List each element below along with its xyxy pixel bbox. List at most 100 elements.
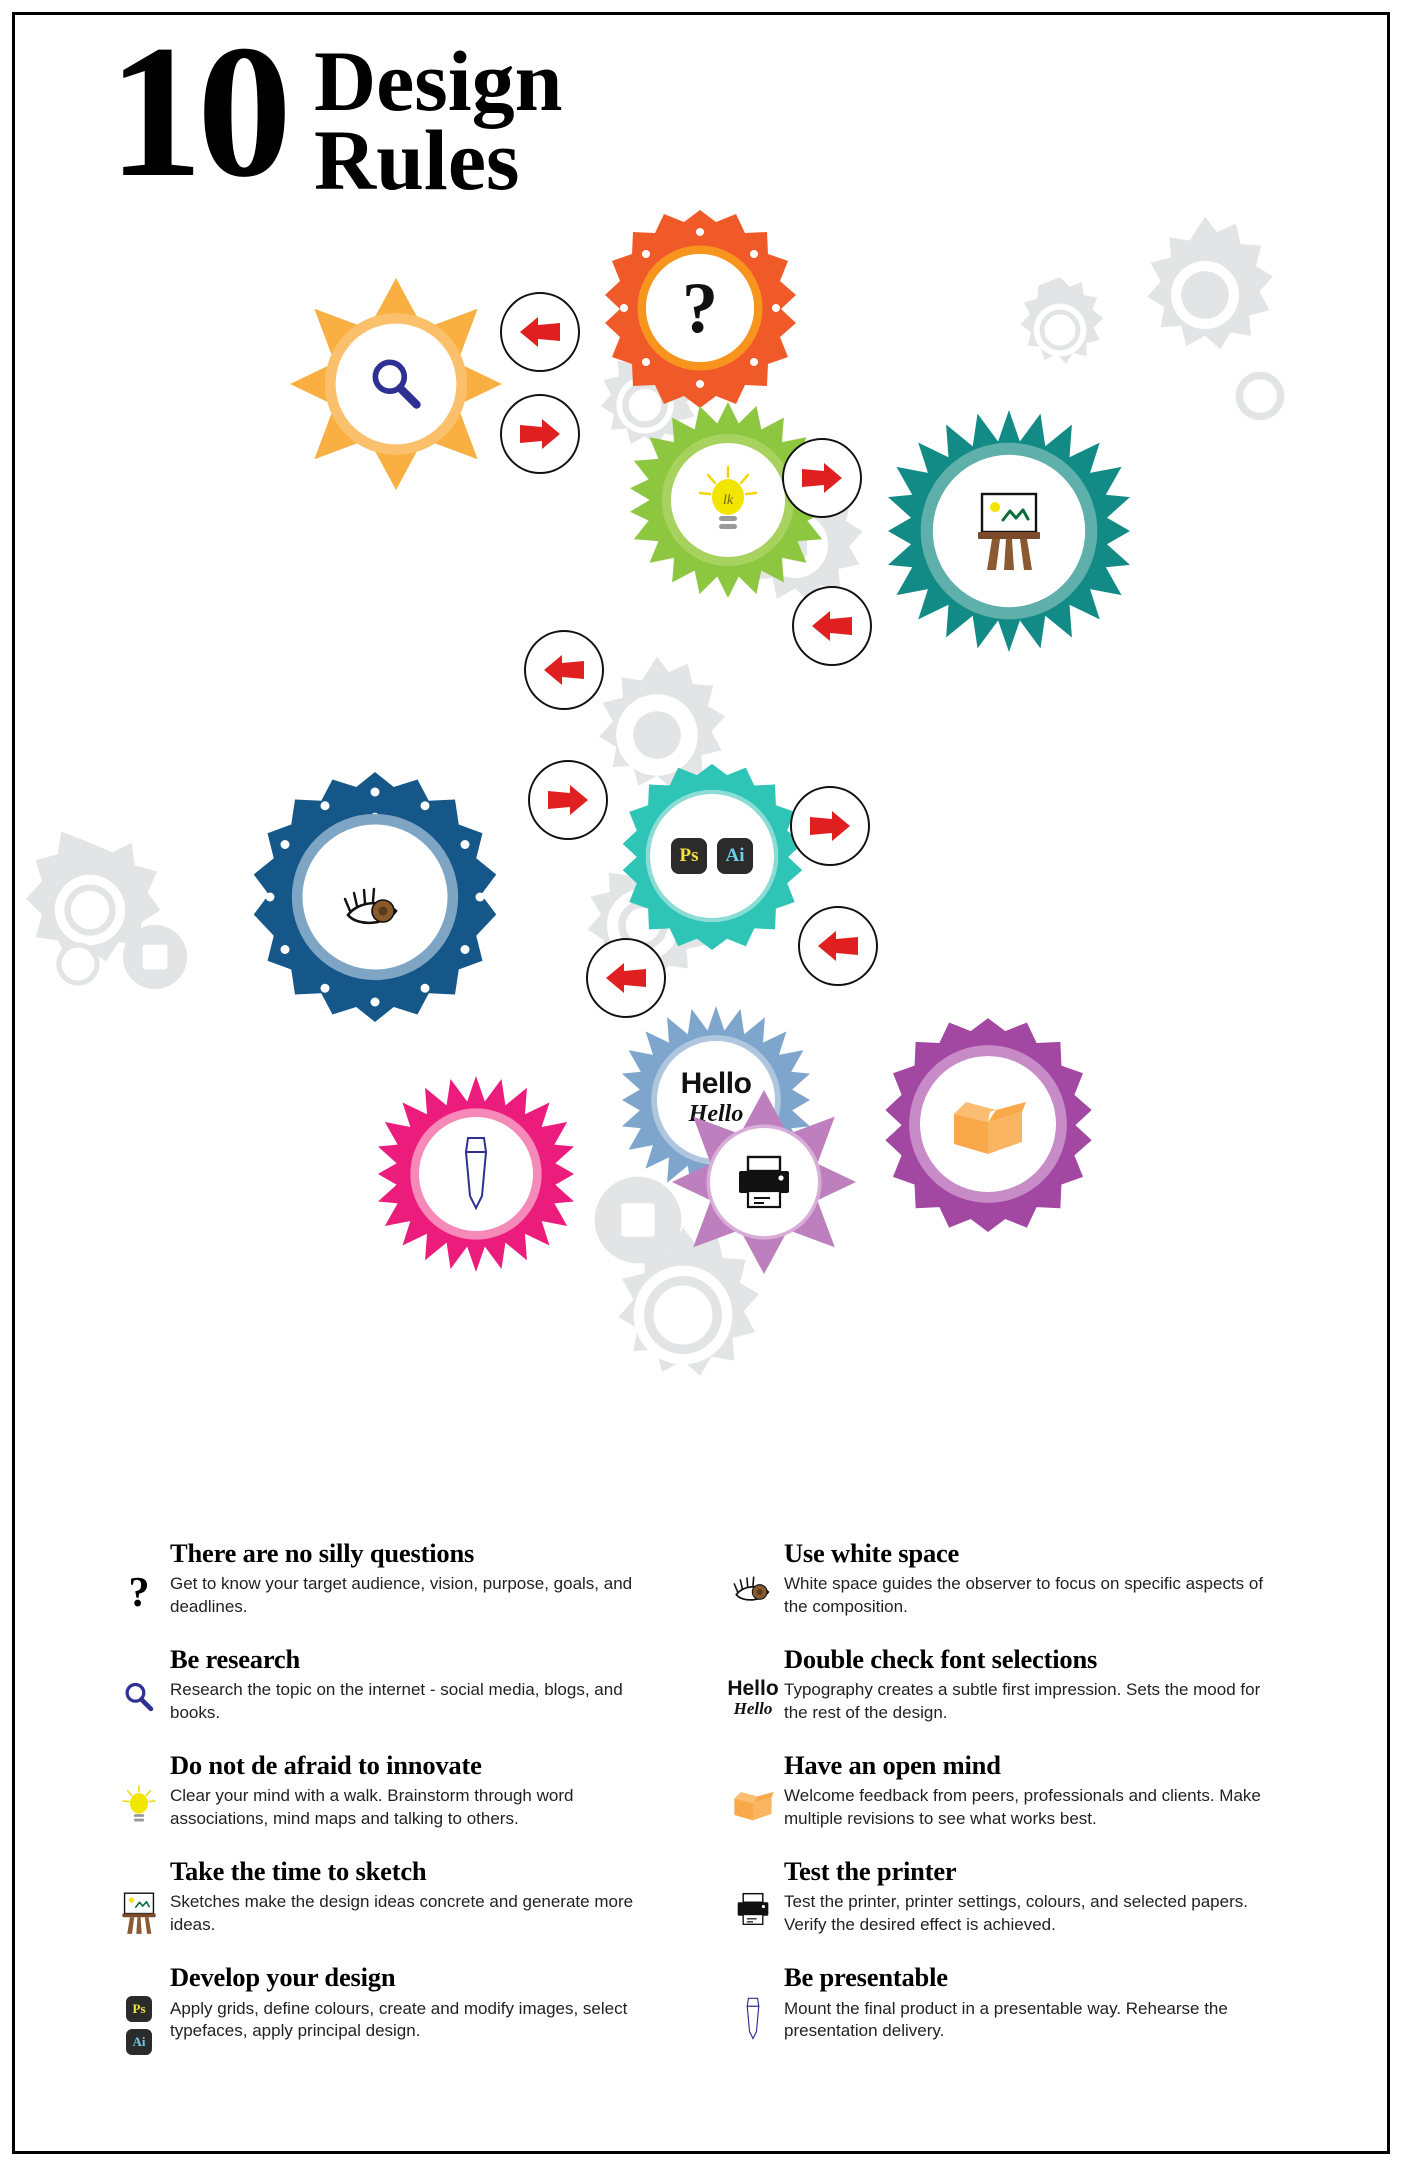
hello-bold-icon: Hello	[680, 1067, 752, 1101]
lightbulb-icon: lk	[698, 465, 758, 529]
eye-icon	[343, 887, 398, 925]
arrow-5[interactable]	[524, 630, 604, 710]
list-item-icon	[108, 1750, 170, 1826]
rules-list: ? There are no silly questions Get to kn…	[108, 1538, 1288, 2081]
photoshop-icon: Ps	[126, 1996, 152, 2023]
necktie-icon	[746, 1998, 760, 2041]
hello-type-icon: Hello Hello	[722, 1678, 784, 1719]
list-item-heading: Be research	[170, 1644, 301, 1675]
list-item-body: Test the printer, printer settings, colo…	[784, 1892, 1248, 1934]
title-words: Design Rules	[314, 33, 563, 209]
node-research[interactable]	[290, 278, 502, 490]
list-item[interactable]: Use white space White space guides the o…	[722, 1538, 1288, 1618]
svg-text:lk: lk	[723, 493, 734, 508]
list-item[interactable]: Do not de afraid to innovate Clear your …	[108, 1750, 674, 1830]
arrow-left-icon	[606, 963, 646, 993]
arrow-7[interactable]	[790, 786, 870, 866]
list-item-body: Get to know your target audience, vision…	[170, 1574, 633, 1616]
list-item-icon: ?	[108, 1538, 170, 1614]
hub-research	[339, 327, 453, 441]
node-develop[interactable]: Ps Ai	[618, 762, 806, 950]
list-item-body: Research the topic on the internet - soc…	[170, 1680, 623, 1722]
printer-icon	[737, 1893, 769, 1926]
arrow-2[interactable]	[500, 394, 580, 474]
hub-sketch	[945, 467, 1073, 595]
arrow-right-icon	[802, 463, 842, 493]
list-item-body: Clear your mind with a walk. Brainstorm …	[170, 1786, 574, 1828]
arrow-right-icon	[520, 419, 560, 449]
arrow-8[interactable]	[798, 906, 878, 986]
node-innovate[interactable]: lk	[630, 402, 826, 598]
list-item-icon	[722, 1538, 784, 1608]
arrow-4[interactable]	[792, 586, 872, 666]
necktie-icon	[464, 1137, 488, 1211]
list-item[interactable]: Take the time to sketch Sketches make th…	[108, 1856, 674, 1936]
arrow-left-icon	[520, 317, 560, 347]
node-openmind[interactable]	[880, 1016, 1096, 1232]
hub-present	[419, 1117, 533, 1231]
eye-icon	[733, 1576, 770, 1601]
list-item-body: Typography creates a subtle first impres…	[784, 1680, 1261, 1722]
node-printer[interactable]	[672, 1090, 856, 1274]
ghost-shape-decoration	[1232, 368, 1288, 429]
node-whitespace[interactable]	[250, 772, 500, 1022]
list-item[interactable]: Test the printer Test the printer, print…	[722, 1856, 1288, 1936]
arrow-9[interactable]	[586, 938, 666, 1018]
list-item[interactable]: Be presentable Mount the final product i…	[722, 1962, 1288, 2042]
list-item[interactable]: Be research Research the topic on the in…	[108, 1644, 674, 1724]
list-item-heading: Have an open mind	[784, 1750, 1001, 1781]
list-item-icon	[722, 1856, 784, 1928]
list-item-body: Apply grids, define colours, create and …	[170, 1998, 628, 2040]
list-item-icon	[722, 1962, 784, 2042]
list-item-heading: Test the printer	[784, 1856, 957, 1887]
list-item-icon	[722, 1750, 784, 1824]
list-item-icon	[108, 1644, 170, 1716]
list-item-body: Welcome feedback from peers, professiona…	[784, 1786, 1261, 1828]
hub-whitespace	[317, 839, 433, 955]
ghost-gear-decoration	[1000, 270, 1120, 395]
arrow-3[interactable]	[782, 438, 862, 518]
hub-question: ?	[646, 254, 754, 362]
node-question[interactable]: ?	[600, 208, 800, 408]
arrow-6[interactable]	[528, 760, 608, 840]
list-item-body: Sketches make the design ideas concrete …	[170, 1892, 634, 1934]
arrow-1[interactable]	[500, 292, 580, 372]
gear-diagram: ?	[0, 190, 1402, 1420]
ghost-gear-decoration	[572, 650, 742, 825]
list-item-icon: Ps Ai	[108, 1962, 170, 2056]
illustrator-icon: Ai	[717, 838, 753, 874]
magnifier-icon	[125, 1682, 154, 1712]
arrow-right-icon	[548, 785, 588, 815]
illustrator-icon: Ai	[126, 2029, 152, 2056]
list-item-icon: Hello Hello	[722, 1644, 784, 1719]
list-item[interactable]: Ps Ai Develop your design Apply grids, d…	[108, 1962, 674, 2056]
title-number: 10	[108, 7, 292, 217]
hub-develop: Ps Ai	[650, 794, 774, 918]
ghost-gear-decoration	[10, 830, 170, 995]
list-item-heading: Double check font selections	[784, 1644, 1098, 1675]
rules-column-right: Use white space White space guides the o…	[722, 1538, 1288, 2081]
magnifier-icon	[372, 359, 421, 409]
arrow-left-icon	[818, 931, 858, 961]
list-item[interactable]: Hello Hello Double check font selections…	[722, 1644, 1288, 1724]
list-item[interactable]: Have an open mind Welcome feedback from …	[722, 1750, 1288, 1830]
ps-ai-icon: Ps Ai	[126, 1996, 152, 2056]
hub-printer	[710, 1128, 818, 1236]
title-line-2: Rules	[314, 112, 520, 209]
title-line-1: Design	[314, 33, 563, 129]
list-item[interactable]: ? There are no silly questions Get to kn…	[108, 1538, 674, 1618]
ghost-shape-decoration	[118, 920, 192, 999]
arrow-left-icon	[812, 611, 852, 641]
node-sketch[interactable]	[888, 410, 1130, 652]
list-item-icon	[108, 1856, 170, 1936]
node-present[interactable]	[378, 1076, 574, 1272]
rules-column-left: ? There are no silly questions Get to kn…	[108, 1538, 674, 2081]
list-item-heading: Do not de afraid to innovate	[170, 1750, 482, 1781]
question-mark-icon: ?	[128, 1570, 150, 1616]
arrow-left-icon	[544, 655, 584, 685]
list-item-heading: Take the time to sketch	[170, 1856, 427, 1887]
list-item-body: Mount the final product in a presentable…	[784, 1998, 1228, 2040]
printer-icon	[739, 1155, 789, 1209]
list-item-heading: Develop your design	[170, 1962, 396, 1993]
